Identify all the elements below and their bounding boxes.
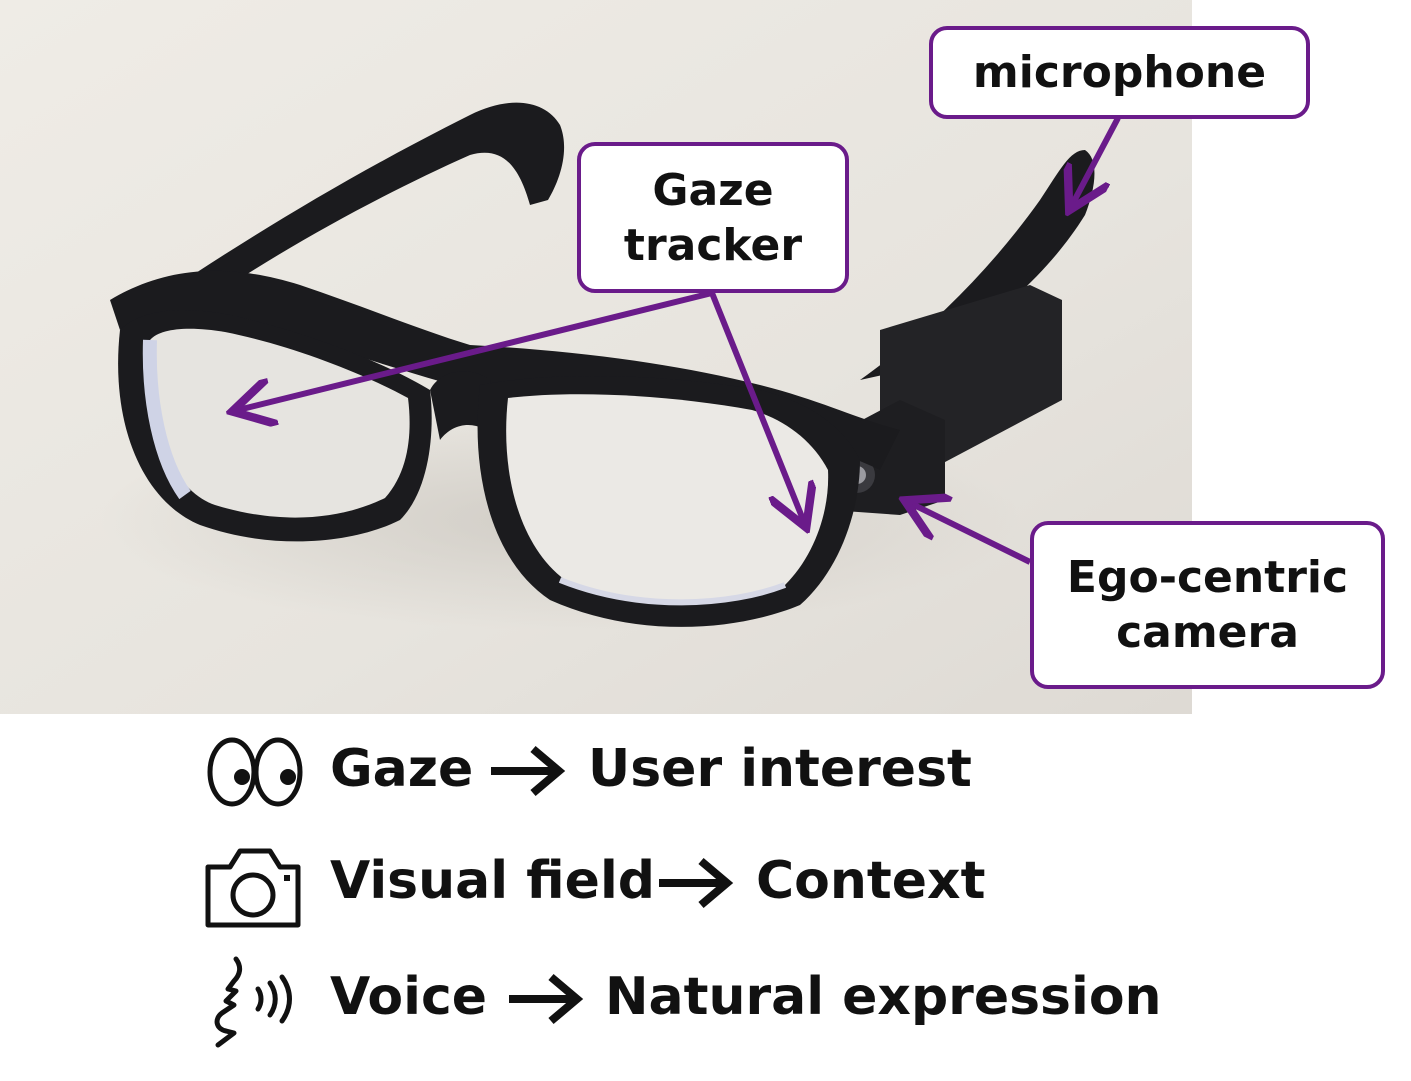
legend-from-gaze: Gaze xyxy=(330,739,474,799)
camera-icon xyxy=(205,848,301,928)
legend-from-visual-field: Visual field xyxy=(330,851,655,911)
microphone-callout: microphone xyxy=(929,26,1310,119)
eyes-icon xyxy=(207,737,303,807)
right-arrow-icon xyxy=(509,973,584,1025)
legend-to-context: Context xyxy=(756,851,986,911)
legend-to-natural-expression: Natural expression xyxy=(605,967,1162,1027)
legend: Gaze User interest Visual field Context … xyxy=(200,725,1200,1065)
ego-centric-camera-callout: Ego-centric camera xyxy=(1030,521,1385,689)
gaze-tracker-callout: Gaze tracker xyxy=(577,142,849,293)
legend-from-voice: Voice xyxy=(330,967,488,1027)
speaking-head-icon xyxy=(214,956,292,1048)
right-arrow-icon xyxy=(659,857,734,909)
right-arrow-icon xyxy=(491,745,566,797)
legend-to-user-interest: User interest xyxy=(588,739,972,799)
